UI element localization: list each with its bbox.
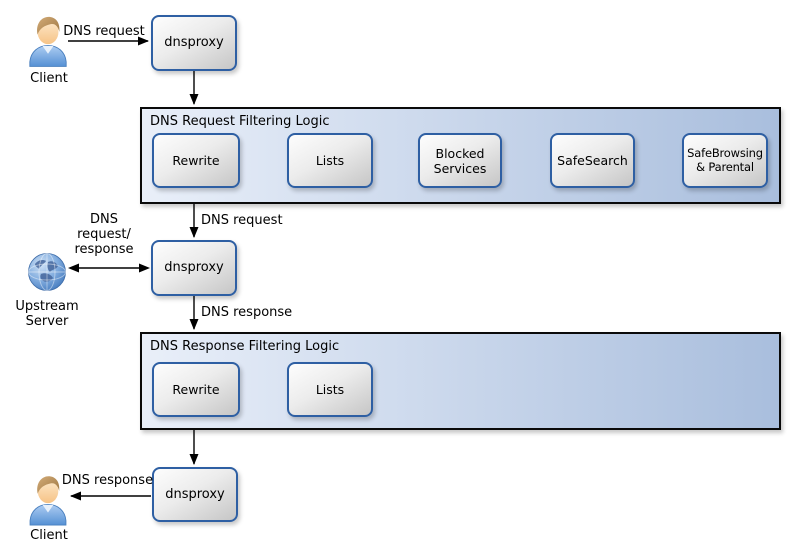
upstream-edge-line2: request/ [77,227,131,242]
step-safesearch: SafeSearch [550,133,635,188]
person-icon [29,476,67,526]
client-bottom-label: Client [30,528,68,543]
upstream-edge-line1: DNS [90,212,118,227]
step-lists-request-label: Lists [315,153,345,168]
node-dnsproxy-bottom-label: dnsproxy [165,486,225,502]
step-rewrite-request: Rewrite [152,133,240,188]
node-dnsproxy-mid: dnsproxy [151,240,237,296]
step-safebrowsing-parental-label: SafeBrowsing & Parental [687,145,763,174]
globe-icon [28,253,66,291]
upstream-server-icon [27,250,67,298]
step-lists-response-label: Lists [315,382,345,397]
node-dnsproxy-top: dnsproxy [151,15,237,71]
client-top-label: Client [30,71,68,86]
node-dnsproxy-mid-label: dnsproxy [164,260,224,276]
edge-label-dns-request-mid: DNS request [201,213,283,228]
container-dns-response-filtering: DNS Response Filtering Logic [140,332,781,430]
step-rewrite-response-label: Rewrite [172,382,220,397]
step-lists-response: Lists [287,362,373,417]
node-dnsproxy-bottom: dnsproxy [152,467,238,522]
arrowhead-upstream-left [68,263,79,273]
edge-label-dns-request-response: DNS request/ response [54,212,154,257]
step-safesearch-label: SafeSearch [557,153,628,168]
step-lists-request: Lists [287,133,373,188]
edge-label-dns-response-bottom: DNS response [61,473,154,488]
step-rewrite-request-label: Rewrite [172,153,220,168]
arrowhead-upstream-right [139,263,150,273]
step-blocked-services-label: Blocked Services [433,145,487,176]
edge-label-dns-request-top: DNS request [63,24,145,39]
step-safebrowsing-parental: SafeBrowsing & Parental [682,133,768,188]
response-pipeline-title: DNS Response Filtering Logic [150,339,340,354]
upstream-label-line1: Upstream [15,299,79,314]
step-rewrite-response: Rewrite [152,362,240,417]
step-blocked-services: Blocked Services [418,133,502,188]
client-bottom-icon [28,474,68,530]
client-top-icon [28,14,68,72]
person-icon [29,16,67,67]
upstream-edge-line3: response [74,242,134,257]
edge-label-dns-response-mid: DNS response [201,305,293,320]
upstream-label-line2: Server [25,314,69,329]
node-dnsproxy-top-label: dnsproxy [164,35,224,51]
request-pipeline-title: DNS Request Filtering Logic [150,114,330,129]
upstream-server-label: Upstream Server [1,299,93,329]
